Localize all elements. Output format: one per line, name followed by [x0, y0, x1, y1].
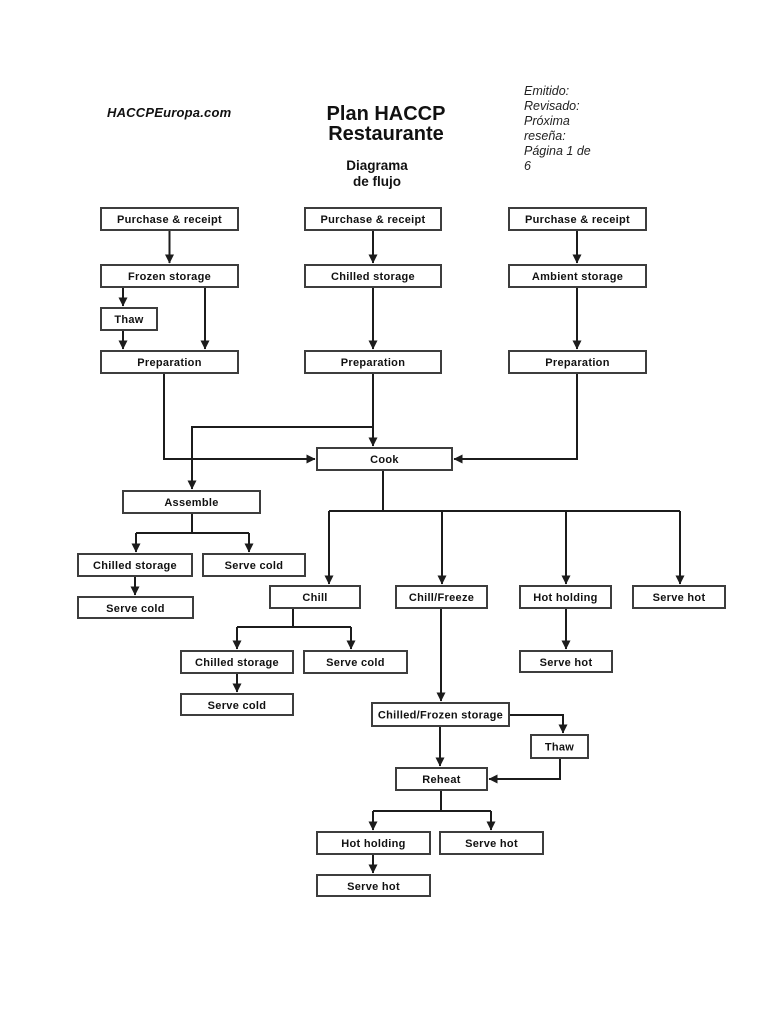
- flow-node-serve-hot-4: Serve hot: [316, 874, 431, 897]
- flow-node-purchase-receipt-2: Purchase & receipt: [304, 207, 442, 231]
- document-meta: Emitido: Revisado: Próxima reseña: Págin…: [524, 84, 614, 174]
- flow-node-serve-hot-2: Serve hot: [519, 650, 613, 673]
- flow-node-preparation-1: Preparation: [100, 350, 239, 374]
- flow-node-label: Thaw: [114, 314, 143, 326]
- flow-node-label: Preparation: [545, 357, 609, 369]
- flow-edge-arrow: [453, 373, 578, 464]
- meta-line-resena: reseña:: [524, 129, 566, 143]
- flow-node-chill-freeze: Chill/Freeze: [395, 585, 488, 609]
- flow-node-label: Preparation: [137, 357, 201, 369]
- flow-node-hot-holding-1: Hot holding: [519, 585, 612, 609]
- flow-node-label: Serve cold: [225, 560, 284, 572]
- flow-edge-arrow: [163, 373, 316, 464]
- flow-node-label: Chill: [302, 592, 327, 604]
- flow-node-label: Chilled storage: [93, 560, 177, 572]
- flow-edge-arrow: [509, 714, 568, 734]
- page-subtitle-line1: Diagrama: [346, 158, 408, 173]
- flow-edges: [118, 230, 685, 874]
- flow-nodes: Purchase & receipt Purchase & receipt Pu…: [77, 207, 726, 897]
- flow-node-preparation-2: Preparation: [304, 350, 442, 374]
- flow-node-label: Chilled storage: [195, 657, 279, 669]
- flow-node-serve-cold-3: Serve cold: [303, 650, 408, 674]
- flow-node-label: Ambient storage: [532, 271, 623, 283]
- flow-node-cook: Cook: [316, 447, 453, 471]
- flow-node-purchase-receipt-3: Purchase & receipt: [508, 207, 647, 231]
- flow-node-serve-cold-4: Serve cold: [180, 693, 294, 716]
- flow-node-label: Chill/Freeze: [409, 592, 474, 604]
- flow-node-purchase-receipt-1: Purchase & receipt: [100, 207, 239, 231]
- flow-node-label: Serve hot: [540, 657, 593, 669]
- flow-edge-arrow: [488, 758, 561, 784]
- flow-node-serve-hot-3: Serve hot: [439, 831, 544, 855]
- flow-node-label: Purchase & receipt: [320, 214, 425, 226]
- page-title-line1: Plan HACCP: [326, 103, 446, 125]
- meta-line-pagina: Página 1 de: [524, 144, 591, 158]
- flow-node-label: Frozen storage: [128, 271, 211, 283]
- page-title-line2: Restaurante: [328, 123, 444, 145]
- flow-node-serve-cold-1: Serve cold: [202, 553, 306, 577]
- flow-node-serve-hot-1: Serve hot: [632, 585, 726, 609]
- flow-node-label: Serve cold: [326, 657, 385, 669]
- flow-node-label: Chilled/Frozen storage: [378, 710, 503, 722]
- flow-node-label: Assemble: [164, 497, 218, 509]
- flow-node-label: Hot holding: [341, 838, 405, 850]
- flow-node-label: Purchase & receipt: [117, 214, 222, 226]
- flow-node-label: Serve hot: [653, 592, 706, 604]
- flow-node-preparation-3: Preparation: [508, 350, 647, 374]
- flow-node-serve-cold-2: Serve cold: [77, 596, 194, 619]
- flow-node-chilled-storage-1: Chilled storage: [304, 264, 442, 288]
- flow-node-label: Hot holding: [533, 592, 597, 604]
- page-subtitle-line2: de flujo: [353, 174, 401, 189]
- flow-node-label: Serve cold: [106, 603, 165, 615]
- meta-line-pagenum: 6: [524, 159, 531, 173]
- meta-line-proxima: Próxima: [524, 114, 570, 128]
- flow-node-label: Purchase & receipt: [525, 214, 630, 226]
- flow-node-label: Reheat: [422, 774, 461, 786]
- flow-node-label: Thaw: [545, 742, 574, 754]
- flow-node-thaw-1: Thaw: [100, 307, 158, 331]
- page-subtitle: Diagrama de flujo: [277, 158, 477, 190]
- flow-node-chilled-frozen-storage: Chilled/Frozen storage: [371, 702, 510, 727]
- flow-node-hot-holding-2: Hot holding: [316, 831, 431, 855]
- site-name: HACCPEuropa.com: [107, 105, 232, 120]
- flow-node-ambient-storage: Ambient storage: [508, 264, 647, 288]
- flow-node-label: Serve cold: [208, 700, 267, 712]
- flow-node-label: Preparation: [341, 357, 405, 369]
- flow-node-label: Serve hot: [347, 881, 400, 893]
- flow-node-assemble: Assemble: [122, 490, 261, 514]
- flow-edge-arrow: [187, 426, 373, 490]
- meta-line-revisado: Revisado:: [524, 99, 580, 113]
- flow-node-chilled-storage-2: Chilled storage: [77, 553, 193, 577]
- flow-node-label: Cook: [370, 454, 399, 466]
- flow-node-frozen-storage: Frozen storage: [100, 264, 239, 288]
- page-title: Plan HACCP Restaurante: [286, 104, 486, 144]
- flow-node-reheat: Reheat: [395, 767, 488, 791]
- flow-node-thaw-2: Thaw: [530, 734, 589, 759]
- flow-node-label: Serve hot: [465, 838, 518, 850]
- meta-line-emitido: Emitido:: [524, 84, 570, 98]
- flow-node-label: Chilled storage: [331, 271, 415, 283]
- flow-node-chilled-storage-3: Chilled storage: [180, 650, 294, 674]
- flow-node-chill: Chill: [269, 585, 361, 609]
